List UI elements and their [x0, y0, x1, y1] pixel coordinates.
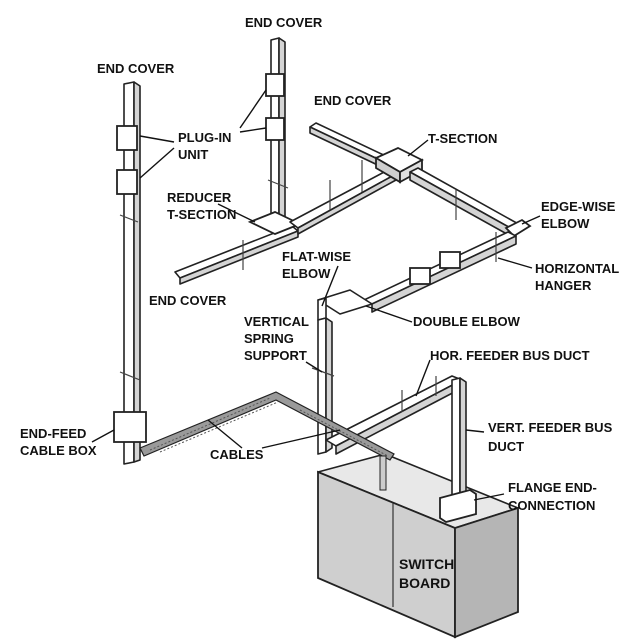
center-riser	[265, 37, 289, 225]
right-run-side	[409, 171, 515, 239]
label-t-section: T-SECTION	[428, 131, 498, 146]
flange-end-connection	[439, 489, 477, 523]
cables	[139, 391, 395, 491]
leader-vert-feeder	[465, 429, 485, 433]
leader-lines	[91, 89, 541, 501]
leader-end-feed	[91, 429, 115, 443]
leader-plug-in-1	[139, 135, 175, 143]
plug-in-unit-center-upper	[265, 73, 285, 97]
end-feed-cable-box	[113, 411, 147, 443]
plug-in-unit-upper	[116, 125, 138, 151]
leader-double-elbow	[365, 305, 413, 323]
flat-wise-elbow	[317, 297, 327, 321]
leader-plug-in-4	[239, 127, 267, 133]
label-edge-wise-1: EDGE-WISE	[541, 199, 616, 214]
label-vert-feeder-1: VERT. FEEDER BUS	[488, 420, 613, 435]
leader-plug-in-3	[239, 89, 267, 129]
label-switch-2: BOARD	[399, 575, 451, 591]
label-plug-in-1: PLUG-IN	[178, 130, 232, 145]
plug-in-back-1	[439, 251, 461, 269]
label-end-cover-mid: END COVER	[314, 93, 392, 108]
label-cables: CABLES	[210, 447, 264, 462]
hor-feeder-bus-duct	[325, 375, 463, 455]
left-riser-clamp	[119, 214, 139, 223]
label-end-cover-bottom: END COVER	[149, 293, 227, 308]
label-flat-wise-2: ELBOW	[282, 266, 331, 281]
label-end-feed-1: END-FEED	[20, 426, 87, 441]
leader-cables-1	[207, 419, 243, 449]
lower-left-run	[174, 211, 303, 285]
leader-edge-wise	[521, 215, 541, 225]
vert-feeder-body	[451, 377, 461, 505]
back-run-side	[371, 235, 517, 313]
upper-run	[309, 122, 424, 184]
diagonal-run-side	[297, 173, 397, 235]
switchboard-right-face	[454, 506, 519, 639]
label-horizontal-hanger-2: HANGER	[535, 278, 592, 293]
label-plug-in-2: UNIT	[178, 147, 209, 162]
label-vertical-spring-3: SUPPORT	[244, 348, 307, 363]
lower-left-run-side	[179, 230, 299, 285]
leader-cables-2	[261, 429, 341, 449]
leader-hor-feeder	[415, 359, 431, 397]
label-switch-1: SWITCH	[399, 556, 455, 572]
label-flange-2: CONNECTION	[508, 498, 596, 513]
switchboard	[317, 453, 519, 639]
lower-left-run-top	[174, 225, 299, 279]
cable-tray	[139, 391, 395, 461]
label-vert-feeder-2: DUCT	[488, 439, 525, 454]
label-end-cover-left: END COVER	[97, 61, 175, 76]
vert-feeder-bus-duct	[439, 377, 477, 523]
plug-in-unit-center-lower	[265, 117, 285, 141]
leader-plug-in-2	[139, 147, 175, 179]
center-riser-clamp	[267, 179, 289, 189]
label-end-feed-2: CABLE BOX	[20, 443, 97, 458]
label-hor-feeder: HOR. FEEDER BUS DUCT	[430, 348, 590, 363]
leader-horizontal-hanger	[497, 257, 533, 269]
label-reducer-1: REDUCER	[167, 190, 232, 205]
leader-flat-wise	[321, 265, 339, 307]
left-riser-spring	[119, 371, 141, 381]
label-edge-wise-2: ELBOW	[541, 216, 590, 231]
right-run	[409, 167, 532, 239]
back-run	[363, 231, 517, 313]
plug-in-unit-lower	[116, 169, 138, 195]
label-vertical-spring-1: VERTICAL	[244, 314, 309, 329]
leader-vertical-spring	[305, 361, 323, 373]
double-elbow-section	[311, 289, 373, 455]
hor-feeder-side	[335, 379, 463, 455]
label-flange-1: FLANGE END-	[508, 480, 597, 495]
label-flat-wise-1: FLAT-WISE	[282, 249, 352, 264]
double-elbow-top	[317, 289, 373, 315]
right-run-top	[409, 167, 523, 231]
label-end-cover-top: END COVER	[245, 15, 323, 30]
cable-hatch	[149, 397, 389, 457]
upper-run-side	[309, 126, 385, 169]
cable-drop-1	[379, 455, 387, 491]
vert-feeder-side	[459, 377, 467, 503]
vertical-spring-support	[311, 367, 335, 377]
diagonal-run	[242, 160, 397, 270]
label-horizontal-hanger-1: HORIZONTAL	[535, 261, 620, 276]
label-vertical-spring-2: SPRING	[244, 331, 294, 346]
leader-t-section	[407, 139, 429, 157]
label-reducer-2: T-SECTION	[167, 207, 237, 222]
label-double-elbow: DOUBLE ELBOW	[413, 314, 520, 329]
diagonal-run-top	[289, 169, 397, 229]
leader-flange	[473, 493, 505, 501]
plug-in-back-2	[409, 267, 431, 285]
left-riser	[113, 81, 147, 465]
leader-reducer	[217, 203, 256, 223]
